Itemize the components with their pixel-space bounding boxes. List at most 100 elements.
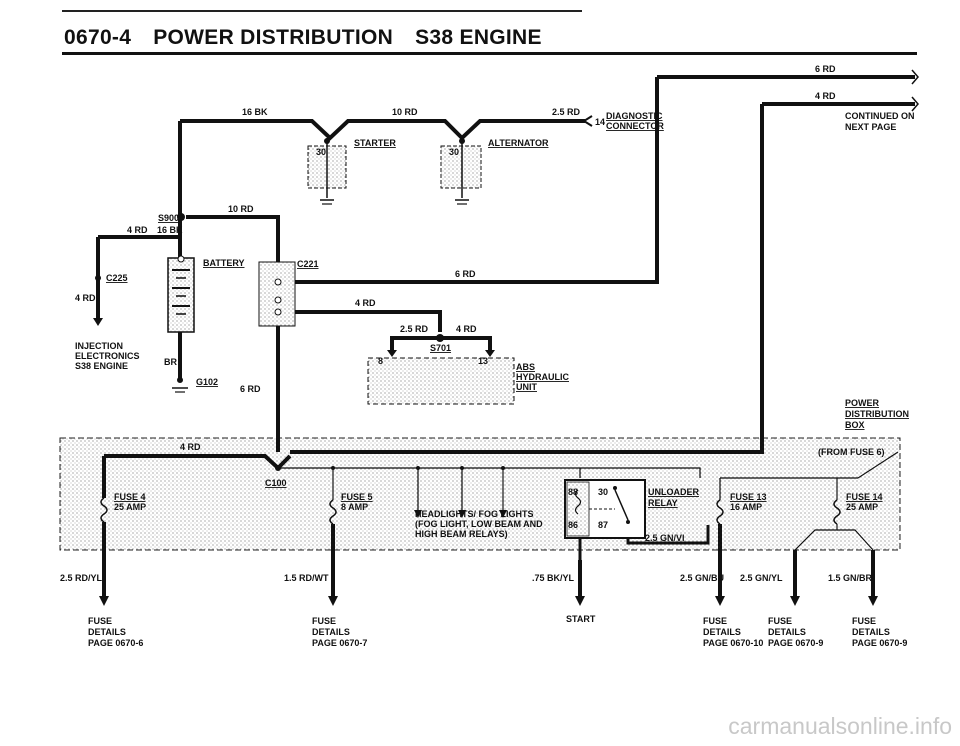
c221-label: C221: [297, 259, 319, 269]
fuse4-amp: 25 AMP: [114, 502, 146, 512]
continued-line-1: CONTINUED ON: [845, 111, 915, 121]
g102-ground-icon: [172, 377, 188, 393]
wire-out-4: 2.5 GN/BU: [680, 573, 724, 583]
wire-25rd-top: 2.5 RD: [552, 107, 581, 117]
wire-16bk-left: 16 BK: [157, 225, 183, 235]
fuse13-icon: [716, 499, 724, 525]
details2-line1: FUSE: [312, 616, 336, 626]
details2-line2: DETAILS: [312, 627, 350, 637]
injection-label-3: S38 ENGINE: [75, 361, 128, 371]
wire-6rd-mid: 6 RD: [455, 269, 476, 279]
diagnostic-label-1: DIAGNOSTIC: [606, 111, 663, 121]
wire-4rd-mid: 4 RD: [355, 298, 376, 308]
diagnostic-pin: 14: [595, 117, 605, 127]
wire-out-2: 1.5 RD/WT: [284, 573, 329, 583]
unloader-relay: [564, 479, 646, 539]
abs-hydraulic-unit: [367, 357, 515, 405]
injection-label-2: ELECTRONICS: [75, 351, 140, 361]
abs-label-3: UNIT: [516, 382, 537, 392]
alternator-pin30: 30: [449, 147, 459, 157]
wire-16bk-top: 16 BK: [242, 107, 268, 117]
fuse14-icon: [833, 499, 841, 525]
fuse13-label: FUSE 13: [730, 492, 767, 502]
relay-pin30: 30: [598, 487, 608, 497]
abs-pin8: 8: [378, 356, 383, 366]
main-harness: [96, 75, 915, 498]
abs-label-1: ABS: [516, 362, 535, 372]
details1-line2: DETAILS: [88, 627, 126, 637]
relay-pin88: 88: [568, 487, 578, 497]
details5-line3: PAGE 0670-9: [768, 638, 823, 648]
wire-6rd-top: 6 RD: [815, 64, 836, 74]
details6-line3: PAGE 0670-9: [852, 638, 907, 648]
output-arrows: [99, 596, 878, 606]
c225-label: C225: [106, 273, 128, 283]
headlights-label-3: HIGH BEAM RELAYS): [415, 529, 508, 539]
diagnostic-label-2: CONNECTOR: [606, 121, 664, 131]
wire-out-1: 2.5 RD/YL: [60, 573, 103, 583]
wire-4rd-s701: 4 RD: [456, 324, 477, 334]
watermark: carmanualsonline.info: [728, 713, 952, 739]
wire-4rd-box: 4 RD: [180, 442, 201, 452]
relay-label-2: RELAY: [648, 498, 678, 508]
fuse14-wiring: [794, 524, 874, 551]
s701-label: S701: [430, 343, 451, 353]
alternator-label: ALTERNATOR: [488, 138, 549, 148]
starter-label: STARTER: [354, 138, 396, 148]
wire-25gnvi: 2.5 GN/VI: [645, 533, 685, 543]
top-rule: [62, 10, 582, 12]
details4-line1: FUSE: [703, 616, 727, 626]
wire-4rd-c225: 4 RD: [75, 293, 96, 303]
injection-label-1: INJECTION: [75, 341, 123, 351]
fuse5-amp: 8 AMP: [341, 502, 368, 512]
relay-label-1: UNLOADER: [648, 487, 699, 497]
details4-line3: PAGE 0670-10: [703, 638, 763, 648]
fuse14-label: FUSE 14: [846, 492, 883, 502]
title-rule: [62, 52, 917, 55]
wire-br: BR: [164, 357, 177, 367]
relay-pin87: 87: [598, 520, 608, 530]
output-wires: [102, 522, 875, 596]
details2-line3: PAGE 0670-7: [312, 638, 367, 648]
injection-arrow-icon: [93, 318, 103, 326]
fuse5-label: FUSE 5: [341, 492, 373, 502]
c221-connector: [258, 261, 296, 327]
wire-out-3: .75 BK/YL: [532, 573, 575, 583]
fuse5-icon: [329, 499, 337, 525]
details4-line2: DETAILS: [703, 627, 741, 637]
relay-pin86: 86: [568, 520, 578, 530]
details1-line1: FUSE: [88, 616, 112, 626]
headlight-arrows: [331, 466, 507, 518]
fuse14-amp: 25 AMP: [846, 502, 878, 512]
details5-line1: FUSE: [768, 616, 792, 626]
g102-label: G102: [196, 377, 218, 387]
pdb-label-1: POWER: [845, 398, 880, 408]
pdb-label-3: BOX: [845, 420, 865, 430]
abs-label-2: HYDRAULIC: [516, 372, 569, 382]
pdb-label-2: DISTRIBUTION: [845, 409, 909, 419]
fuse4-icon: [100, 497, 108, 523]
details5-line2: DETAILS: [768, 627, 806, 637]
starter-pin30: 30: [316, 147, 326, 157]
battery-label: BATTERY: [203, 258, 245, 268]
continued-line-2: NEXT PAGE: [845, 122, 896, 132]
wire-10rd-s900: 10 RD: [228, 204, 254, 214]
wire-10rd-top: 10 RD: [392, 107, 418, 117]
abs-pin13: 13: [478, 356, 488, 366]
engine-title: S38 ENGINE: [415, 26, 542, 49]
headlights-label-2: (FOG LIGHT, LOW BEAM AND: [415, 519, 543, 529]
start-label: START: [566, 614, 596, 624]
wire-4rd-top: 4 RD: [815, 91, 836, 101]
details6-line2: DETAILS: [852, 627, 890, 637]
c225-connector: [95, 275, 101, 281]
wire-out-5: 2.5 GN/YL: [740, 573, 783, 583]
c100-label: C100: [265, 478, 287, 488]
details6-line1: FUSE: [852, 616, 876, 626]
wire-25rd-s701: 2.5 RD: [400, 324, 429, 334]
section-title: POWER DISTRIBUTION: [153, 26, 394, 49]
fuse13-amp: 16 AMP: [730, 502, 762, 512]
starter-component: [307, 138, 347, 205]
headlights-label-1: HEADLIGHTS/ FOG LIGHTS: [415, 509, 534, 519]
battery-component: [167, 255, 195, 333]
